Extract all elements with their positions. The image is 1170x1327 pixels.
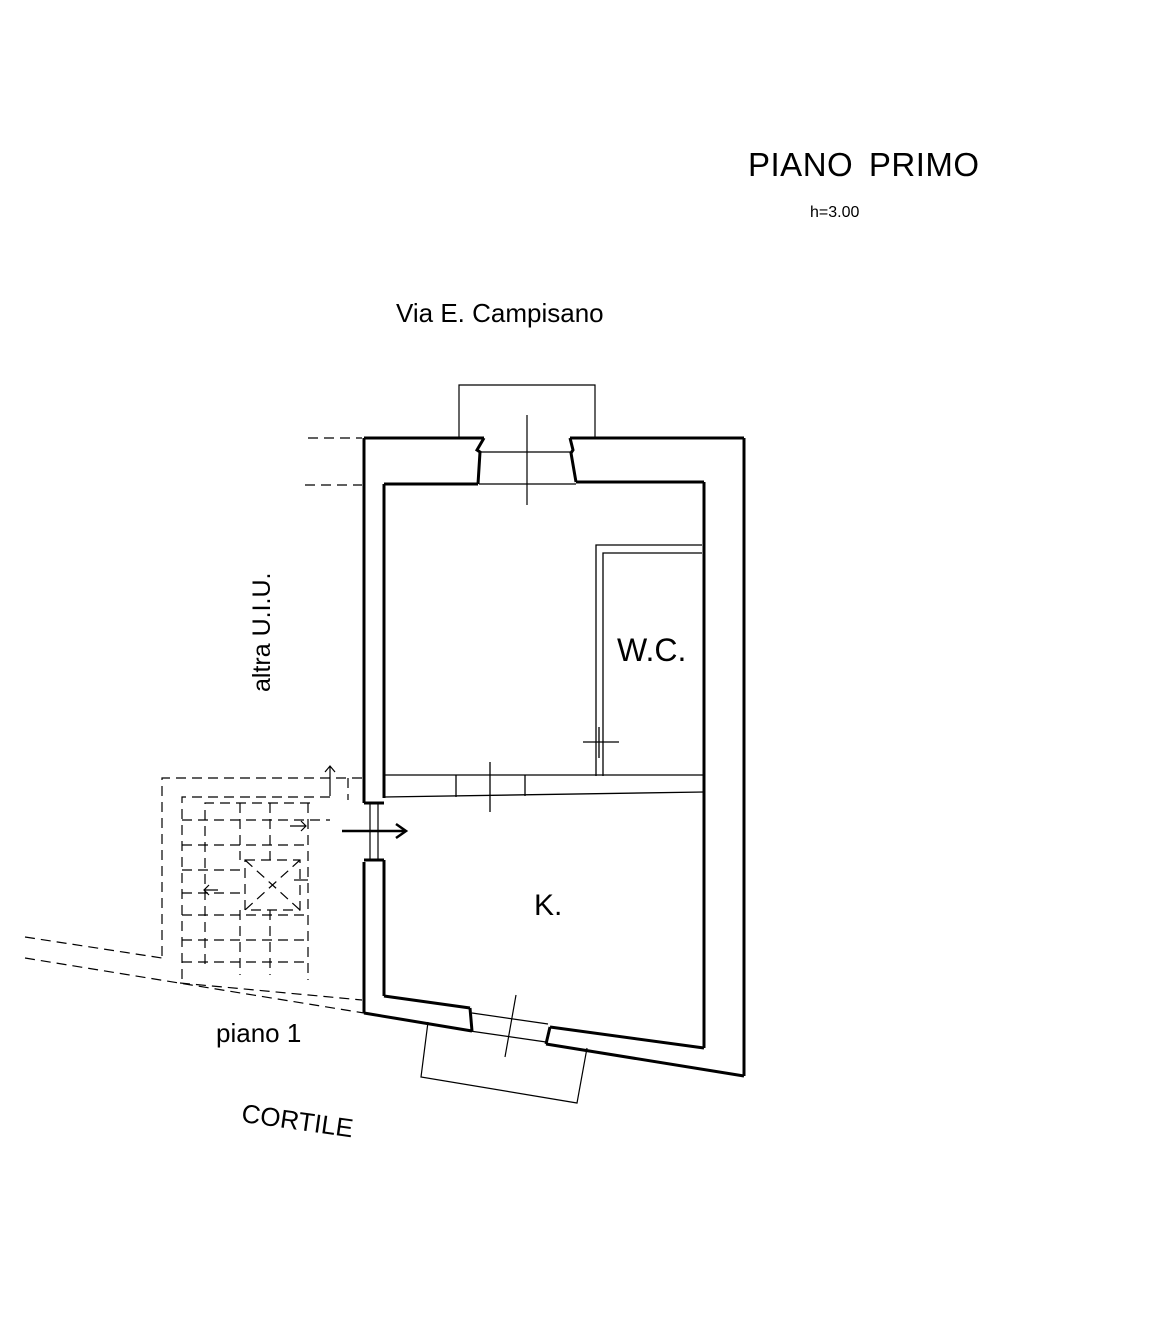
- south-window-axis: [504, 994, 517, 1058]
- wc-door-axis: [583, 727, 619, 758]
- stair-bottom-edge: [179, 982, 363, 1001]
- room-label-kitchen: K.: [534, 889, 563, 922]
- stair-outline-middle: [204, 802, 310, 970]
- floor-note: piano 1: [216, 1018, 302, 1048]
- stair-arrow-up: [324, 765, 336, 796]
- wc-partitions: [383, 544, 705, 812]
- south-wall-inner-left: [383, 994, 471, 1010]
- north-opening-jamb-right: [568, 437, 578, 483]
- stair-landing-cross: [244, 859, 301, 911]
- stair-outline-inner: [181, 796, 330, 983]
- stair-arrow-right: [290, 820, 307, 832]
- wc-wall-inner: [602, 552, 702, 776]
- openings-and-balconies: [369, 384, 596, 1104]
- entry-arrow-head: [395, 822, 409, 840]
- north-balcony: [458, 384, 596, 438]
- south-wall-outer-left: [363, 1011, 473, 1033]
- south-wall-outer-right: [545, 1042, 745, 1078]
- south-balcony: [420, 1021, 588, 1104]
- wc-wall-outer: [595, 544, 702, 776]
- street-label: Via E. Campisano: [396, 298, 604, 328]
- courtyard-edge-upper: [24, 936, 163, 959]
- room-label-wc: W.C.: [617, 632, 687, 668]
- ceiling-height: h=3.00: [810, 204, 860, 221]
- stair-outline-outer: [161, 777, 362, 958]
- south-window-sill: [469, 1012, 549, 1043]
- south-opening-jamb-right: [544, 1026, 552, 1045]
- stair-arrows: [203, 765, 336, 896]
- stair-landing-box: [244, 859, 301, 911]
- entry-arrow: [342, 822, 409, 840]
- plan-title: PIANO PRIMO: [748, 146, 980, 183]
- neighbour-unit-dashed: [24, 437, 365, 1014]
- stair-arrow-left: [203, 884, 218, 896]
- kitchen-partition-bottom: [383, 791, 705, 798]
- north-opening-jamb-left: [474, 437, 486, 485]
- south-opening-jamb-left: [468, 1007, 474, 1032]
- outer-walls: [362, 436, 746, 1078]
- courtyard-edge-lower: [24, 957, 365, 1014]
- other-unit-label: altra U.I.U.: [248, 572, 276, 692]
- south-wall-inner-right: [549, 1025, 705, 1050]
